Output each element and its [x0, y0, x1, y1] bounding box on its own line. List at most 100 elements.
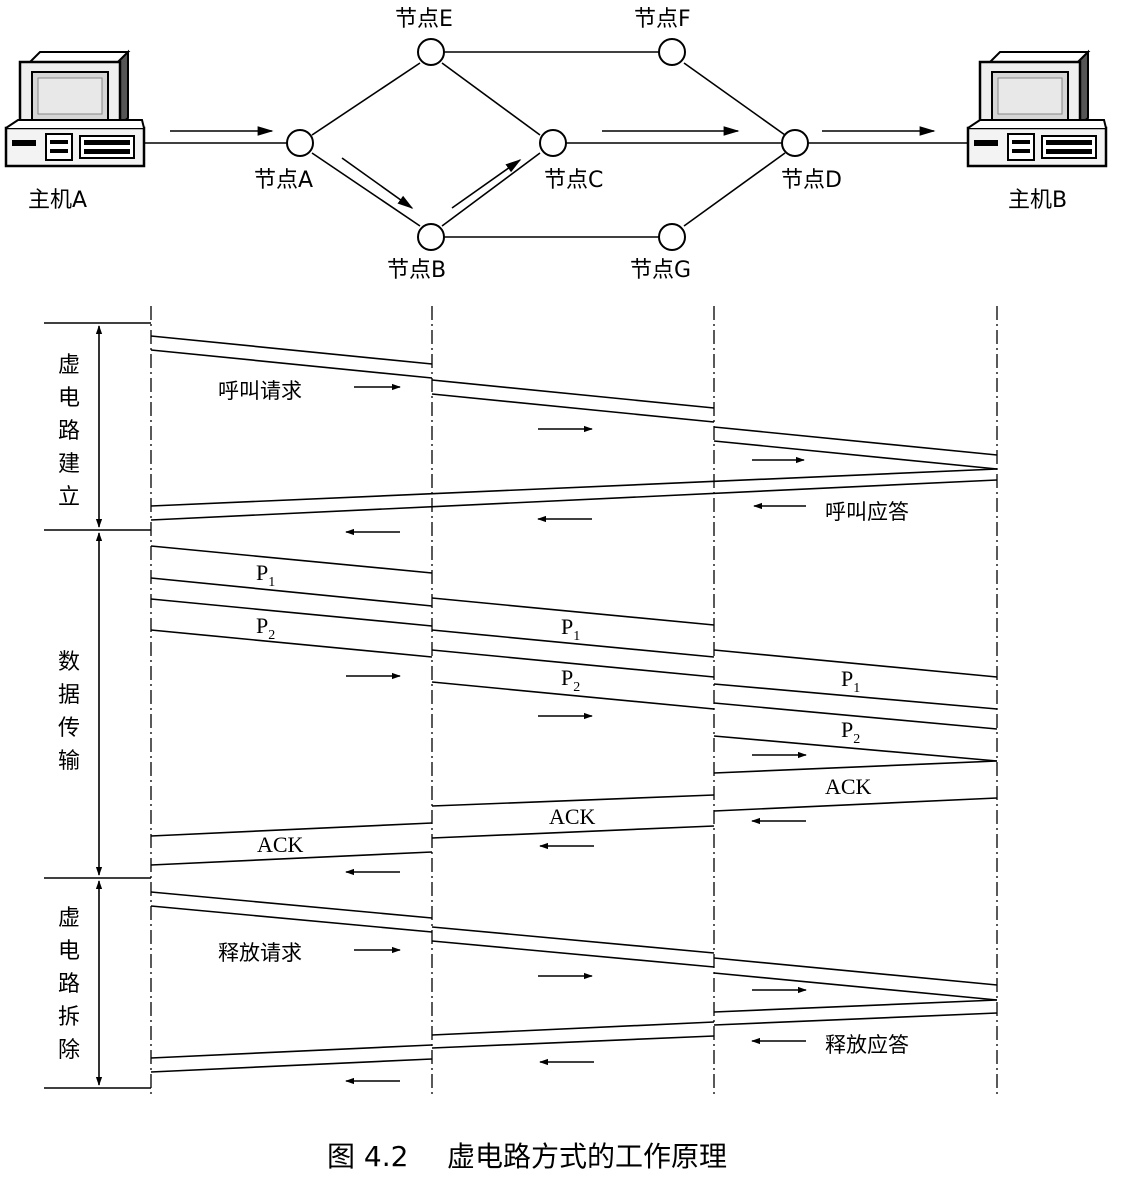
node-c-label: 节点C	[544, 168, 603, 193]
node-b-label: 节点B	[387, 258, 446, 283]
phase-char: 据	[58, 683, 80, 708]
setup-direction-arrows	[345, 383, 806, 536]
signal-line	[713, 440, 998, 470]
signal-line	[150, 479, 998, 521]
release-answer-label: 释放应答	[825, 1033, 909, 1057]
signal-line	[713, 683, 998, 710]
route-arrow	[451, 159, 522, 209]
packet-subscript: 2	[573, 680, 580, 695]
call-request-bands	[150, 335, 998, 470]
packet-letter: P	[256, 613, 268, 638]
node-c-circle	[539, 129, 567, 157]
signal-line	[150, 1044, 433, 1059]
signal-line	[431, 825, 715, 839]
signal-line	[150, 905, 433, 933]
signal-line	[713, 649, 998, 678]
teardown-direction-arrows	[345, 946, 807, 1085]
phase-char: 虚	[58, 353, 80, 378]
phase-char: 路	[58, 972, 80, 997]
ack-label: ACK	[257, 832, 304, 857]
packet-letter: P	[841, 717, 853, 742]
signal-line	[431, 379, 715, 409]
node-g-circle	[658, 223, 686, 251]
host-a-computer-icon	[4, 49, 146, 168]
phase-label-setup: 虚 电 路 建 立	[58, 353, 80, 510]
phase-char: 路	[58, 419, 80, 444]
release-request-label: 释放请求	[218, 941, 302, 965]
node-d-label: 节点D	[781, 168, 842, 193]
packet-label-p2: P2	[841, 717, 860, 747]
sequence-diagram: 虚 电 路 建 立 数 据 传 输 虚 电 路 拆 除	[44, 306, 998, 1094]
signal-line	[713, 797, 998, 812]
phase-char: 虚	[58, 906, 80, 931]
node-d-circle	[781, 129, 809, 157]
node-g-label: 节点G	[630, 258, 691, 283]
caption-title: 虚电路方式的工作原理	[447, 1140, 727, 1173]
packet-label-p2: P2	[561, 665, 580, 695]
signal-line	[431, 1021, 715, 1036]
packet-subscript: 1	[268, 575, 275, 590]
network-topology: 节点E 节点F 节点A 节点C 节点D 节点B 节点G 主机A	[4, 7, 1108, 283]
phase-char: 拆	[58, 1005, 80, 1030]
signal-line	[713, 957, 998, 986]
signal-line	[713, 760, 998, 774]
link-f-d	[683, 62, 786, 136]
signal-line	[431, 794, 715, 807]
packet-label-p1: P1	[561, 614, 580, 644]
link-e-c	[441, 62, 541, 136]
packet-letter: P	[561, 665, 573, 690]
release-answer-bands	[150, 999, 998, 1073]
link-g-d	[683, 152, 786, 227]
signal-line	[431, 926, 715, 954]
phase-char: 传	[58, 716, 80, 741]
packet-bands	[150, 545, 998, 762]
phase-char: 除	[58, 1038, 80, 1063]
network-links	[145, 51, 970, 238]
signal-line	[431, 597, 715, 626]
signal-line	[150, 349, 433, 379]
signal-line	[431, 629, 715, 658]
signal-line	[713, 702, 998, 730]
link-b-c	[441, 152, 541, 227]
signal-line	[150, 545, 433, 574]
signal-line	[150, 891, 433, 919]
signal-line	[150, 629, 433, 658]
signal-line	[150, 822, 433, 837]
signal-line	[713, 972, 998, 1001]
node-b-circle	[417, 223, 445, 251]
signal-line	[713, 735, 998, 762]
signal-line	[150, 335, 433, 365]
caption-number: 图 4.2	[327, 1140, 408, 1173]
packet-label-p2: P2	[256, 613, 275, 643]
signal-line	[713, 426, 998, 456]
signal-line	[150, 577, 433, 607]
phase-char: 电	[58, 939, 80, 964]
packet-subscript: 1	[573, 629, 580, 644]
route-arrows	[170, 126, 936, 209]
phase-char: 数	[58, 650, 80, 675]
packet-letter: P	[256, 560, 268, 585]
packet-letter: P	[561, 614, 573, 639]
signal-line	[150, 598, 433, 627]
node-a-label: 节点A	[254, 168, 313, 193]
signal-line	[150, 1058, 433, 1073]
packet-subscript: 2	[853, 732, 860, 747]
transfer-direction-arrows	[345, 672, 807, 876]
release-request-bands	[150, 891, 998, 1001]
signal-line	[431, 649, 715, 678]
host-a-label: 主机A	[28, 188, 87, 213]
phase-char: 输	[58, 749, 80, 774]
figure-caption: 图 4.2 虚电路方式的工作原理	[327, 1140, 727, 1173]
link-a-b	[311, 152, 421, 227]
ack-label: ACK	[825, 774, 872, 799]
node-a-circle	[286, 129, 314, 157]
signal-line	[431, 940, 715, 968]
node-f-label: 节点F	[634, 7, 691, 32]
packet-subscript: 2	[268, 628, 275, 643]
host-b-label: 主机B	[1008, 188, 1067, 213]
signal-line	[431, 393, 715, 423]
signal-line	[713, 999, 998, 1013]
packet-labels: P1 P2 P1 P2 P1 P2	[256, 560, 860, 747]
link-a-e	[311, 62, 421, 136]
packet-label-p1: P1	[256, 560, 275, 590]
